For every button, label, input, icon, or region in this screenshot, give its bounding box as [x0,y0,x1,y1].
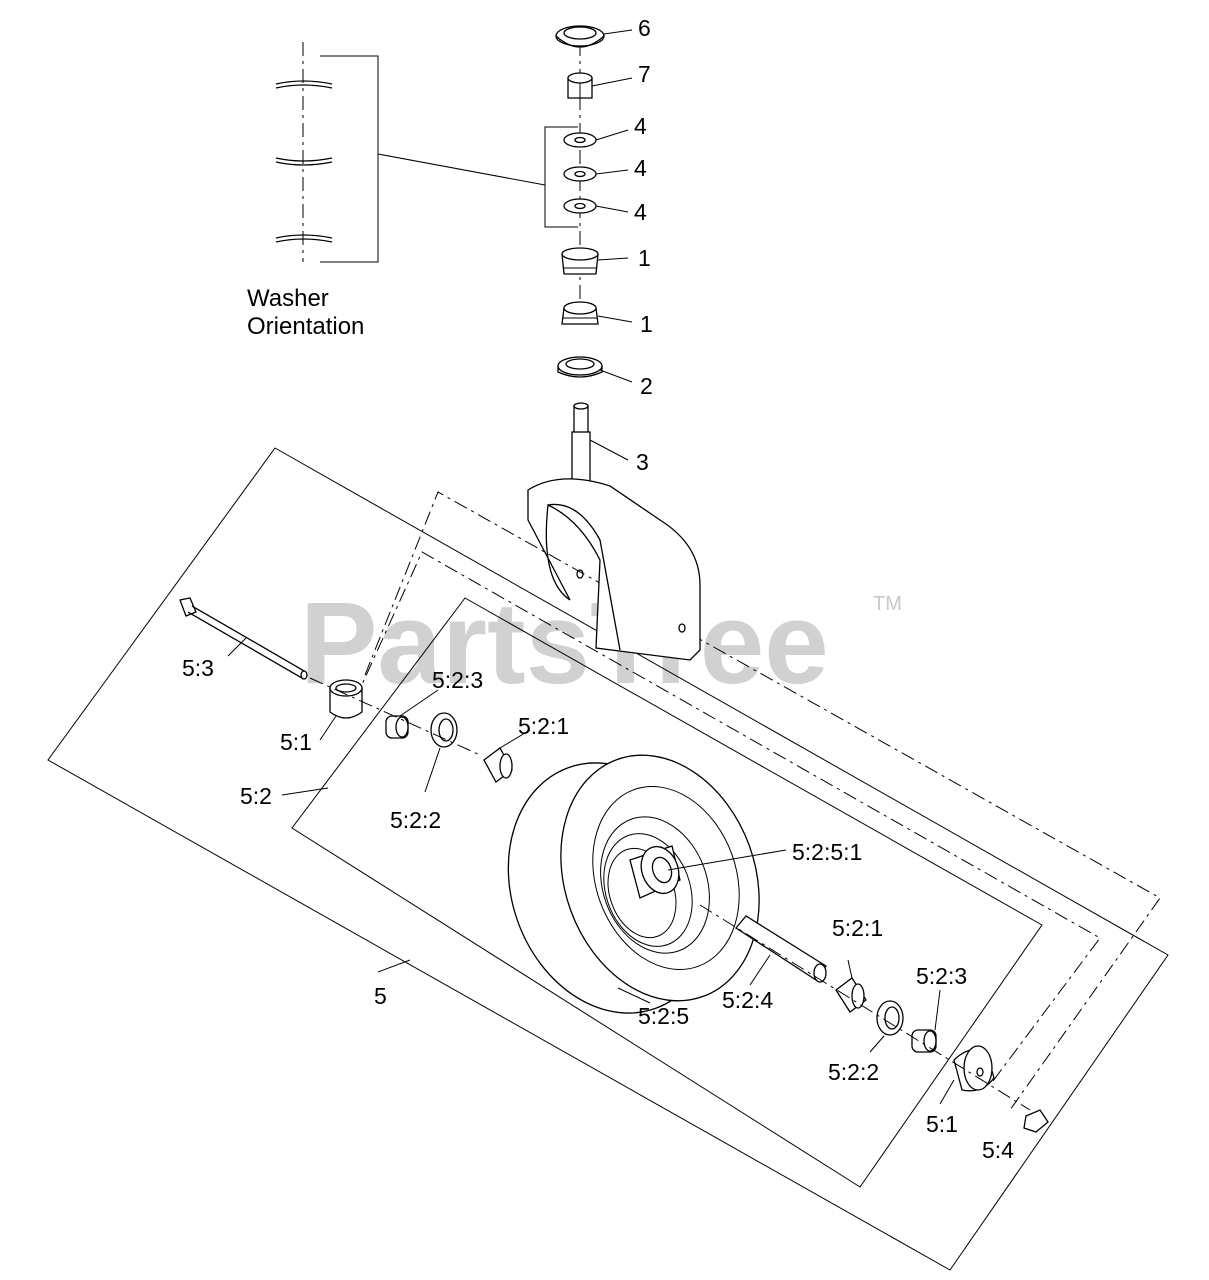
spacer-part-5-2-3-left [385,715,409,739]
callout-5-1-left: 5:1 [280,729,312,755]
callout-5-2-4: 5:2:4 [722,987,773,1013]
caster-fork-yoke [527,478,701,661]
callout-2: 2 [640,373,653,399]
washer-group-bracket [544,126,578,228]
washer-part-4-b [563,166,597,182]
axle-centerline-left [309,677,481,756]
callout-5-4: 5:4 [982,1137,1014,1163]
bearing-cone-part-5-2-1-right [835,977,867,1013]
washer-orientation-label-line2: Orientation [247,313,364,340]
callout-5-2-5-1: 5:2:5:1 [792,839,862,865]
axle-tube-part-5-2-4 [735,915,827,983]
callout-5: 5 [374,983,387,1009]
fork-to-axle-dash-path-1 [364,491,1161,1111]
assembly-5-frame [47,447,1169,1271]
bearing-cone-part-1-upper [561,247,599,275]
callout-3: 3 [636,449,649,475]
callout-5-2-5: 5:2:5 [638,1003,689,1029]
spacer-cap-part-5-1-right [953,1045,995,1092]
bearing-cup-part-5-2-2-right [876,1000,904,1036]
callout-5-2-2-right: 5:2:2 [828,1059,879,1085]
callout-5-2-1-left: 5:2:1 [518,713,569,739]
spacer-part-5-2-3-right [911,1029,937,1053]
hex-nut-part-7 [567,72,593,99]
washer-orientation-label-line1: Washer [247,285,329,312]
callout-5-2-1-right: 5:2:1 [832,915,883,941]
callout-4-c: 4 [634,199,647,225]
callout-5-2-3-left: 5:2:3 [432,667,483,693]
watermark-trademark: TM [873,593,902,615]
watermark-text: PartsTree [300,578,829,708]
bearing-cup-part-2 [557,356,603,378]
washer-profile-3 [275,234,333,243]
lock-nut-part-5-4 [1023,1109,1049,1133]
washer-detail-bracket [320,55,379,263]
washer-orientation-detail: Washer Orientation [247,42,546,340]
callout-1-a: 1 [638,245,651,271]
washer-part-4-a [563,132,597,148]
callout-leaders [227,29,955,1105]
bearing-cone-part-1-lower [561,301,599,325]
callout-5-1-right: 5:1 [926,1111,958,1137]
washer-part-4-c [563,198,597,214]
callout-5-2-2-left: 5:2:2 [390,807,441,833]
callout-6: 6 [638,15,651,41]
dust-cap-part-6 [555,25,605,48]
washer-detail-leader [377,153,546,186]
bearing-cup-part-5-2-2-left [430,712,458,748]
callout-5-2-3-right: 5:2:3 [916,963,967,989]
callout-5-3: 5:3 [182,655,214,681]
callout-1-b: 1 [640,311,653,337]
callout-4-a: 4 [634,113,647,139]
axle-centerline-right [699,904,1031,1111]
assembly-5-2-frame [291,597,1043,1188]
wheel-hub-part-5-2-5-1 [629,845,681,899]
spacer-cap-part-5-1-left [329,679,363,719]
washer-profile-2 [275,157,333,166]
bearing-cone-part-5-2-1-left [483,747,513,783]
fork-to-axle-dash-path-2 [354,551,1101,1086]
washer-profile-1 [275,80,333,89]
callout-5-2: 5:2 [240,783,272,809]
callout-4-b: 4 [634,155,647,181]
callout-7: 7 [638,61,651,87]
axle-bolt-part-5-3 [179,597,308,680]
